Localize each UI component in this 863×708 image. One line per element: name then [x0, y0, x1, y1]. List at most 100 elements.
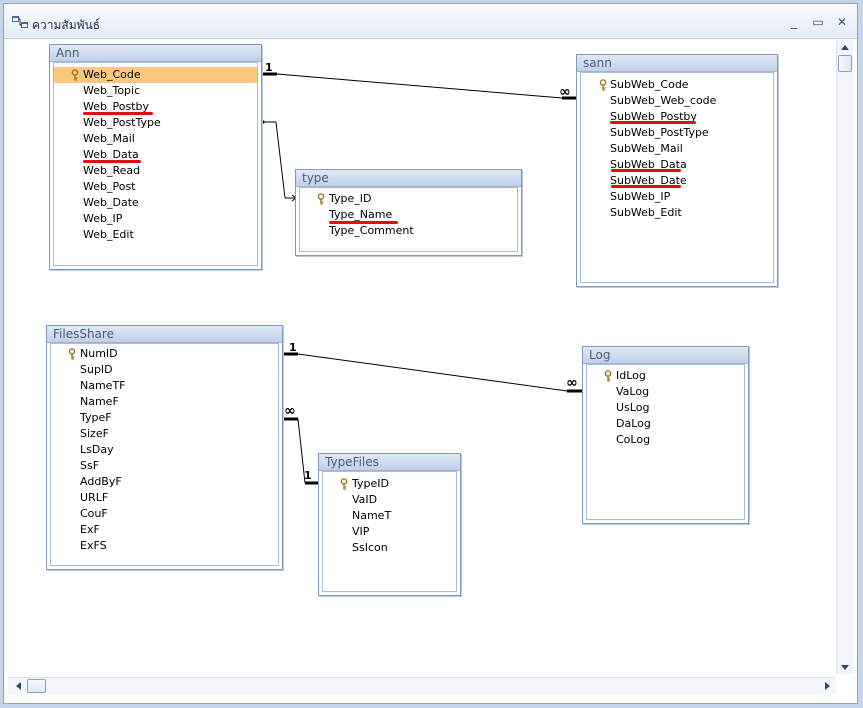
field-row[interactable]: Type_ID	[300, 191, 517, 207]
title-bar[interactable]: ความสัมพันธ์ _ ▭ ✕	[4, 4, 857, 39]
field-list[interactable]: IdLog VaLog UsLog DaLog CoLog	[586, 364, 745, 520]
horizontal-scrollbar[interactable]	[8, 677, 836, 694]
field-row[interactable]: SubWeb_Mail	[581, 141, 773, 157]
field-row[interactable]: SubWeb_Edit	[581, 205, 773, 221]
field-row[interactable]: SubWeb_Web_code	[581, 93, 773, 109]
table-ann[interactable]: Ann Web_Code Web_Topic Web_Postby Web_Po…	[49, 44, 262, 270]
field-list[interactable]: Web_Code Web_Topic Web_Postby Web_PostTy…	[53, 62, 258, 266]
field-list[interactable]: Type_ID Type_Name Type_Comment	[299, 187, 518, 252]
field-row[interactable]: SubWeb_Postby	[581, 109, 773, 125]
field-row[interactable]: Web_Data	[54, 147, 257, 163]
field-name: Web_Postby	[83, 100, 149, 113]
field-name: Web_Read	[83, 164, 141, 177]
field-name: AddByF	[80, 475, 122, 488]
restore-button[interactable]: ▭	[812, 15, 824, 29]
field-row[interactable]: Web_Topic	[54, 83, 257, 99]
field-row[interactable]: VIP	[323, 524, 456, 540]
field-row[interactable]: Web_Mail	[54, 131, 257, 147]
cardinality-one-typefiles: 1	[304, 469, 312, 482]
field-row[interactable]: LsDay	[51, 442, 278, 458]
field-row[interactable]: Type_Name	[300, 207, 517, 223]
vertical-scroll-thumb[interactable]	[838, 55, 852, 72]
field-name: NameF	[80, 395, 119, 408]
field-row[interactable]: ExFS	[51, 538, 278, 554]
field-row[interactable]: NameF	[51, 394, 278, 410]
field-row[interactable]: SubWeb_Code	[581, 77, 773, 93]
field-row[interactable]: AddByF	[51, 474, 278, 490]
table-header[interactable]: Ann	[50, 45, 261, 62]
field-row[interactable]: TypeF	[51, 410, 278, 426]
field-row[interactable]: DaLog	[587, 416, 744, 432]
field-row[interactable]: SizeF	[51, 426, 278, 442]
field-row[interactable]: UsLog	[587, 400, 744, 416]
scroll-up-icon[interactable]	[840, 43, 850, 51]
field-name: SsIcon	[352, 541, 388, 554]
field-list[interactable]: NumID SupID NameTF NameF TypeF SizeF LsD…	[50, 343, 279, 566]
field-row[interactable]: Web_Date	[54, 195, 257, 211]
table-typefiles[interactable]: TypeFiles TypeID VaID NameT VIP SsIcon	[318, 453, 461, 596]
window-title: ความสัมพันธ์	[32, 18, 101, 32]
field-row[interactable]: IdLog	[587, 368, 744, 384]
field-row[interactable]: NameT	[323, 508, 456, 524]
field-row[interactable]: SsF	[51, 458, 278, 474]
horizontal-scroll-thumb[interactable]	[27, 679, 46, 693]
table-log[interactable]: Log IdLog VaLog UsLog DaLog CoLog	[582, 346, 749, 524]
field-row[interactable]: TypeID	[323, 476, 456, 492]
field-row[interactable]: VaID	[323, 492, 456, 508]
field-row[interactable]: Web_Edit	[54, 227, 257, 243]
field-row[interactable]: SubWeb_Data	[581, 157, 773, 173]
table-type[interactable]: type Type_ID Type_Name Type_Comment	[295, 169, 522, 256]
field-row[interactable]: ExF	[51, 522, 278, 538]
scroll-left-icon[interactable]	[14, 681, 22, 691]
field-row[interactable]: Web_Code	[54, 67, 257, 83]
table-header[interactable]: TypeFiles	[319, 454, 460, 471]
table-header[interactable]: type	[296, 170, 521, 187]
field-row[interactable]: Web_PostType	[54, 115, 257, 131]
field-row[interactable]: VaLog	[587, 384, 744, 400]
table-header[interactable]: FilesShare	[47, 326, 282, 343]
field-name: SizeF	[80, 427, 109, 440]
field-row[interactable]: Type_Comment	[300, 223, 517, 239]
field-name: Type_ID	[329, 192, 372, 205]
field-row[interactable]: CoLog	[587, 432, 744, 448]
field-list[interactable]: TypeID VaID NameT VIP SsIcon	[322, 471, 457, 592]
field-name: UsLog	[616, 401, 650, 414]
field-row[interactable]: SubWeb_Date	[581, 173, 773, 189]
field-row[interactable]: Web_IP	[54, 211, 257, 227]
field-name: LsDay	[80, 443, 114, 456]
field-name: Web_PostType	[83, 116, 161, 129]
field-row[interactable]: URLF	[51, 490, 278, 506]
field-name: IdLog	[616, 369, 646, 382]
field-name: ExF	[80, 523, 100, 536]
field-name: VIP	[352, 525, 370, 538]
table-header[interactable]: sann	[577, 55, 777, 72]
field-row[interactable]: SupID	[51, 362, 278, 378]
field-name: SupID	[80, 363, 113, 376]
field-row[interactable]: SubWeb_PostType	[581, 125, 773, 141]
red-underline	[83, 160, 141, 163]
field-row[interactable]: Web_Post	[54, 179, 257, 195]
cardinality-one-ann: 1	[265, 61, 273, 74]
field-row[interactable]: NameTF	[51, 378, 278, 394]
field-row[interactable]: NumID	[51, 346, 278, 362]
field-name: CoLog	[616, 433, 651, 446]
field-row[interactable]: SsIcon	[323, 540, 456, 556]
field-row[interactable]: Web_Postby	[54, 99, 257, 115]
key-icon	[599, 79, 607, 91]
field-list[interactable]: SubWeb_Code SubWeb_Web_code SubWeb_Postb…	[580, 72, 774, 283]
field-name: Web_Mail	[83, 132, 135, 145]
close-button[interactable]: ✕	[836, 15, 848, 29]
table-header[interactable]: Log	[583, 347, 748, 364]
field-row[interactable]: Web_Read	[54, 163, 257, 179]
minimize-button[interactable]: _	[791, 15, 797, 29]
field-row[interactable]: SubWeb_IP	[581, 189, 773, 205]
field-name: Web_Topic	[83, 84, 141, 97]
scroll-down-icon[interactable]	[840, 664, 850, 672]
table-filesshare[interactable]: FilesShare NumID SupID NameTF NameF Type…	[46, 325, 283, 570]
field-row[interactable]: CouF	[51, 506, 278, 522]
field-name: Type_Name	[329, 208, 393, 221]
vertical-scrollbar[interactable]	[836, 40, 853, 674]
field-name: DaLog	[616, 417, 651, 430]
field-name: SubWeb_Edit	[610, 206, 682, 219]
scroll-right-icon[interactable]	[824, 681, 832, 691]
